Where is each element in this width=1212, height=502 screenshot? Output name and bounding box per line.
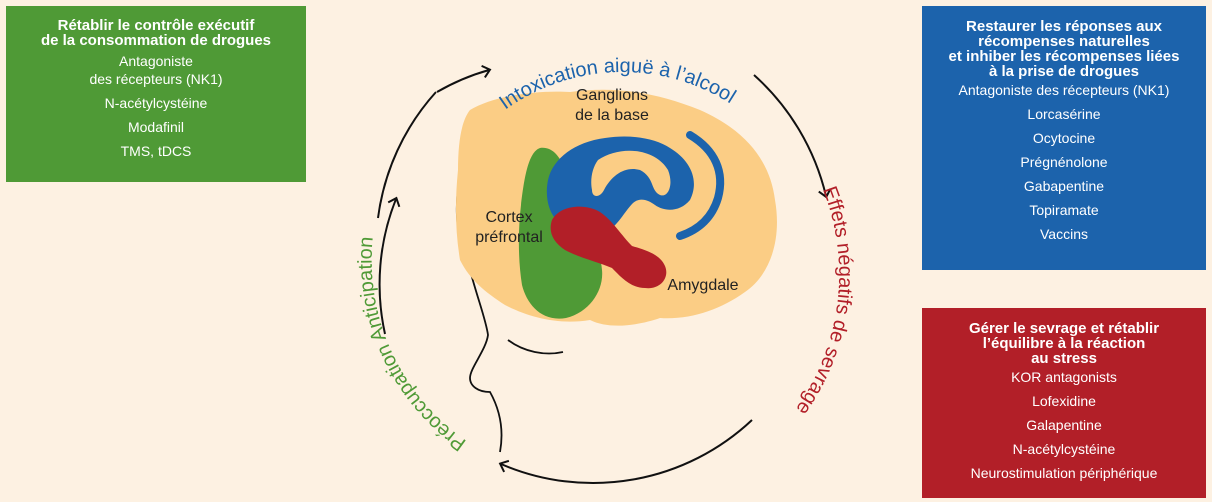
box-item: KOR antagonists <box>1011 369 1117 385</box>
executive-control-box: Rétablir le contrôle exécutif de la cons… <box>6 6 306 182</box>
prefrontal-cortex-label-line2: préfrontal <box>475 229 543 246</box>
reward-restore-title: Restaurer les réponses aux récompenses n… <box>922 19 1206 79</box>
basal-ganglia-label-line1: Ganglions <box>576 87 648 104</box>
box-title-line: récompenses naturelles <box>978 33 1150 50</box>
box-item: Ocytocine <box>1032 130 1096 146</box>
box-item: Prégnénolone <box>1020 154 1108 170</box>
box-title-line: au stress <box>1031 350 1097 367</box>
executive-control-title: Rétablir le contrôle exécutif de la cons… <box>6 18 306 48</box>
amygdala-label: Amygdale <box>667 277 738 294</box>
box-item: Modafinil <box>127 119 185 135</box>
box-item: N-acétylcystéine <box>104 95 208 111</box>
basal-ganglia-arc <box>676 131 725 240</box>
cycle-arrow-left <box>378 196 401 335</box>
mouth-line <box>507 339 564 355</box>
box-item: Neurostimulation périphérique <box>970 465 1158 481</box>
withdrawal-management-box: Gérer le sevrage et rétablir l’équilibre… <box>922 308 1206 498</box>
box-title-line: Rétablir le contrôle exécutif <box>57 17 255 34</box>
box-title-line: de la consommation de drogues <box>40 32 272 49</box>
basal-ganglia-tail <box>591 150 671 196</box>
box-title-line: Restaurer les réponses aux <box>966 18 1162 35</box>
box-title-line: et inhiber les récompenses liées <box>948 48 1180 65</box>
box-item: TMS, tDCS <box>120 143 192 159</box>
cycle-arrow-right <box>753 74 832 199</box>
box-title-line: l’équilibre à la réaction <box>982 335 1146 352</box>
cycle-arrow-top <box>436 64 492 93</box>
box-item: Vaccins <box>1040 226 1088 242</box>
box-item: Topiramate <box>1029 202 1099 218</box>
cycle-arrow-left-upper <box>377 91 437 219</box>
cycle-arrow-bottom <box>498 419 753 485</box>
box-item: des récepteurs (NK1) <box>89 71 223 87</box>
box-item: Galapentine <box>1026 417 1102 433</box>
withdrawal-management-title: Gérer le sevrage et rétablir l’équilibre… <box>922 321 1206 366</box>
withdrawal-stage-label: Effets négatifs de sevrage <box>791 183 856 418</box>
amygdala-region <box>550 206 667 289</box>
preoccupation-stage-label: Préoccupation Anticipation <box>355 236 470 455</box>
box-title-line: Gérer le sevrage et rétablir <box>968 320 1160 337</box>
preoccupation-stage-text: Préoccupation Anticipation <box>355 236 470 455</box>
withdrawal-stage-text: Effets négatifs de sevrage <box>791 183 856 418</box>
box-item: Gabapentine <box>1023 178 1105 194</box>
box-title-line: à la prise de drogues <box>988 63 1140 80</box>
reward-restore-box: Restaurer les réponses aux récompenses n… <box>922 6 1206 270</box>
box-item: N-acétylcystéine <box>1012 441 1116 457</box>
box-item: Lofexidine <box>1032 393 1096 409</box>
basal-ganglia-label-line2: de la base <box>575 107 649 124</box>
box-item: Antagoniste des récepteurs (NK1) <box>958 82 1170 98</box>
box-item: Antagoniste <box>119 53 193 69</box>
prefrontal-cortex-label-line1: Cortex <box>485 209 532 226</box>
box-item: Lorcasérine <box>1027 106 1101 122</box>
